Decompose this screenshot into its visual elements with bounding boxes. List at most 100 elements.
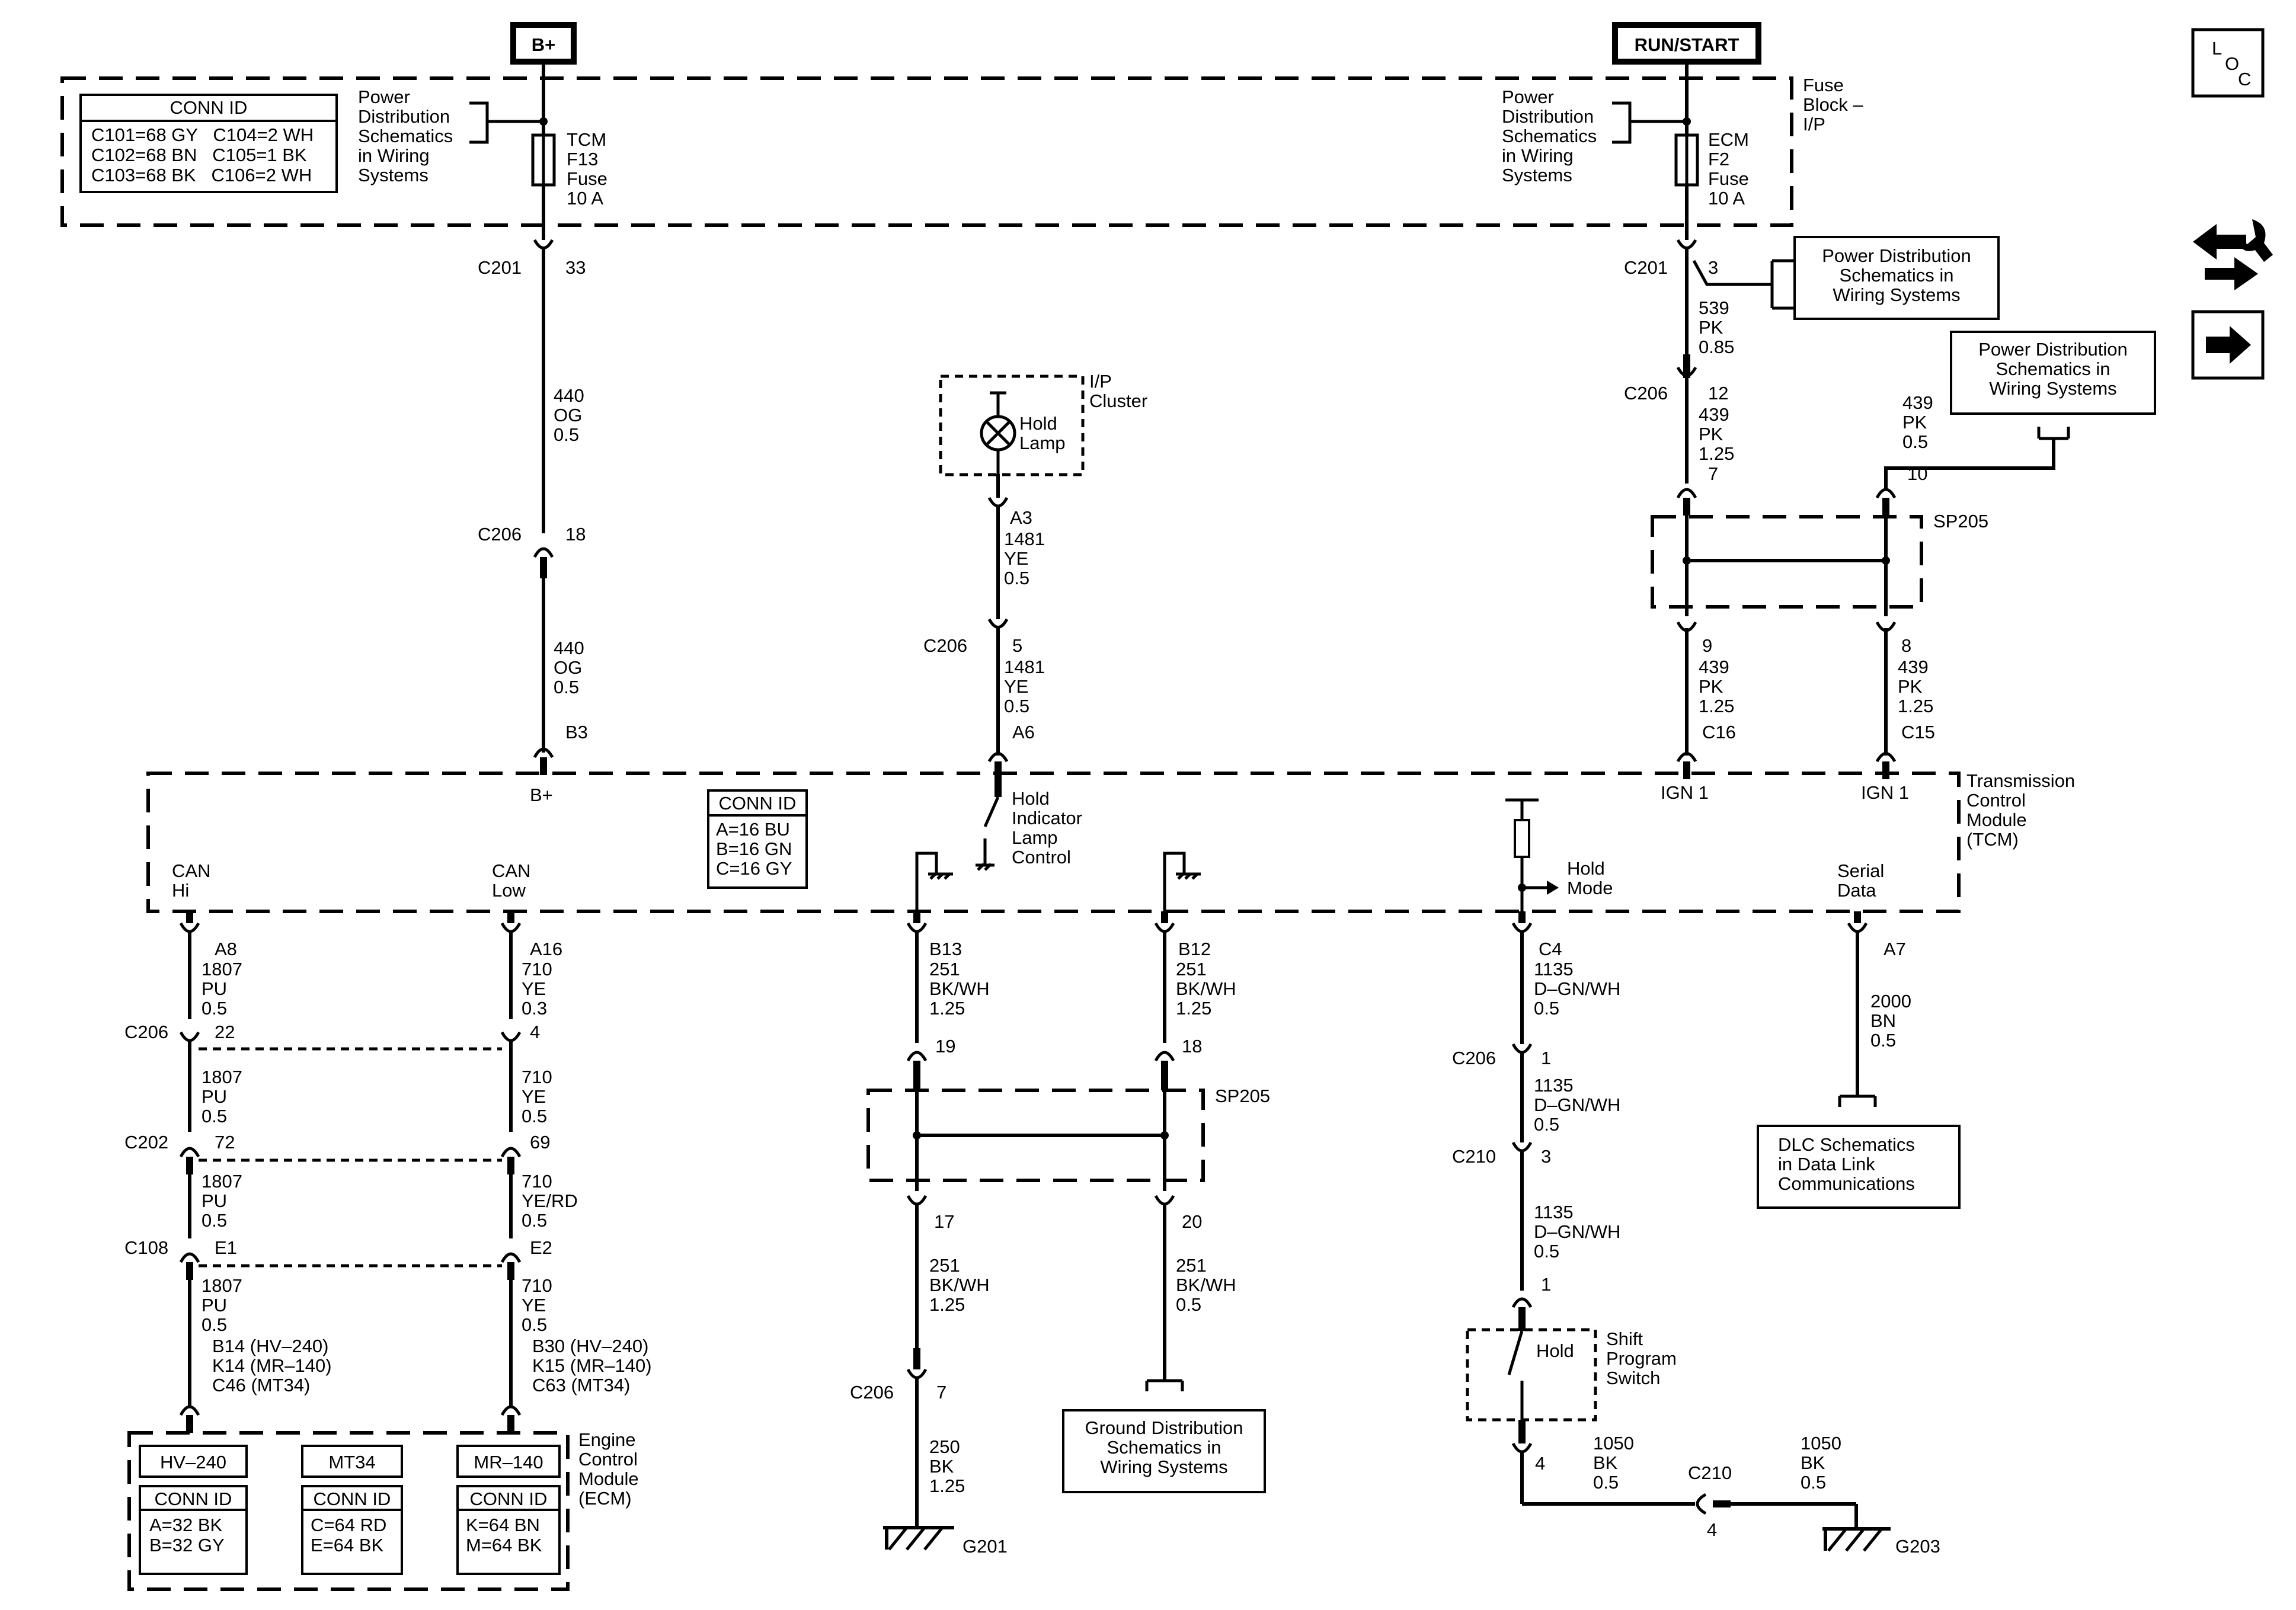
tcm-ign1-c15-label: IGN 1 [1861, 782, 1909, 803]
svg-text:CONN ID: CONN ID [470, 1489, 548, 1509]
svg-text:0.5: 0.5 [1534, 1241, 1559, 1262]
svg-text:C63 (MT34): C63 (MT34) [532, 1375, 630, 1395]
tcm-bplus-pin-label: B+ [530, 785, 553, 805]
svg-text:BK/WH: BK/WH [929, 1275, 990, 1295]
svg-text:1.25: 1.25 [1699, 696, 1734, 716]
fuse-f13-label: TCM F13 Fuse 10 A [567, 129, 607, 209]
svg-text:Schematics in: Schematics in [1840, 265, 1954, 286]
svg-text:DLC Schematics: DLC Schematics [1778, 1134, 1915, 1155]
svg-text:439: 439 [1902, 392, 1933, 413]
svg-text:BK: BK [929, 1456, 954, 1477]
svg-text:C4: C4 [1539, 939, 1562, 959]
svg-text:PK: PK [1699, 317, 1723, 338]
svg-text:(TCM): (TCM) [1966, 829, 2019, 850]
power-distribution-ref-box-1[interactable]: Power Distribution Schematics in Wiring … [1778, 236, 2000, 320]
arrow-right-icon[interactable] [2191, 310, 2265, 380]
svg-text:CAN: CAN [172, 860, 210, 881]
svg-text:19: 19 [935, 1036, 955, 1057]
svg-text:CONN ID: CONN ID [314, 1489, 391, 1509]
ecm-outline [127, 1431, 570, 1591]
svg-text:Power: Power [1502, 87, 1554, 107]
svg-text:710: 710 [522, 1275, 552, 1296]
svg-text:(ECM): (ECM) [578, 1488, 632, 1509]
svg-text:8: 8 [1901, 635, 1911, 656]
svg-text:A16: A16 [530, 939, 562, 959]
svg-text:0.5: 0.5 [1534, 998, 1559, 1019]
svg-text:1807: 1807 [202, 959, 242, 980]
svg-text:Schematics: Schematics [1502, 126, 1597, 146]
svg-text:A7: A7 [1884, 939, 1906, 959]
svg-text:10: 10 [1907, 463, 1927, 484]
svg-text:Hold: Hold [1536, 1340, 1574, 1361]
runstart-source-label: RUN/START [1635, 34, 1739, 55]
svg-text:Shift: Shift [1606, 1329, 1643, 1349]
svg-text:Ground Distribution: Ground Distribution [1085, 1417, 1243, 1438]
svg-text:C201: C201 [1624, 257, 1668, 278]
power-distribution-ref-box-2[interactable]: Power Distribution Schematics in Wiring … [1950, 331, 2156, 415]
svg-text:CONN ID: CONN ID [170, 97, 248, 118]
svg-text:20: 20 [1182, 1211, 1202, 1232]
tcm-can-low-label: CAN Low [492, 860, 530, 901]
svg-text:0.5: 0.5 [554, 424, 579, 445]
svg-text:C=64 RD: C=64 RD [311, 1515, 386, 1535]
svg-text:C206: C206 [478, 524, 522, 545]
svg-text:7: 7 [1708, 463, 1718, 484]
svg-text:D–GN/WH: D–GN/WH [1534, 978, 1620, 999]
svg-text:B13: B13 [929, 939, 962, 959]
svg-text:OG: OG [554, 657, 582, 678]
svg-text:4: 4 [530, 1022, 540, 1042]
svg-text:D–GN/WH: D–GN/WH [1534, 1221, 1620, 1242]
svg-text:69: 69 [530, 1132, 550, 1153]
svg-text:0.5: 0.5 [202, 998, 227, 1019]
svg-text:1.25: 1.25 [929, 998, 965, 1019]
svg-text:Hold: Hold [1012, 788, 1050, 809]
power-distribution-ref-right: Power Distribution Schematics in Wiring … [1502, 87, 1597, 185]
fuse-block-outline [60, 76, 1793, 227]
svg-text:PK: PK [1699, 424, 1723, 444]
ground-distribution-ref-box[interactable]: Ground Distribution Schematics in Wiring… [1062, 1409, 1266, 1493]
ground-g203-label: G203 [1895, 1536, 1940, 1557]
svg-text:B30 (HV–240): B30 (HV–240) [532, 1336, 648, 1356]
svg-text:in Data Link: in Data Link [1778, 1154, 1875, 1174]
svg-text:1050: 1050 [1801, 1433, 1841, 1454]
svg-text:1481: 1481 [1004, 529, 1045, 549]
tools-icon[interactable] [2193, 219, 2273, 290]
svg-text:22: 22 [215, 1022, 235, 1042]
svg-text:1481: 1481 [1004, 657, 1045, 677]
svg-text:Distribution: Distribution [1502, 106, 1594, 127]
tcm-title: Transmission Control Module (TCM) [1966, 770, 2075, 850]
svg-text:1.25: 1.25 [929, 1294, 965, 1315]
svg-text:D–GN/WH: D–GN/WH [1534, 1094, 1620, 1115]
svg-text:Control: Control [1966, 790, 2026, 811]
svg-text:K14 (MR–140): K14 (MR–140) [212, 1355, 332, 1376]
svg-text:Mode: Mode [1567, 878, 1613, 898]
svg-text:0.5: 0.5 [1870, 1030, 1896, 1051]
dlc-ref-box[interactable]: DLC Schematics in Data Link Communicatio… [1757, 1125, 1961, 1209]
circuit-1050: 4 1050 BK 0.5 C210 4 1050 BK 0.5 G203 [1511, 1420, 1940, 1557]
svg-text:0.5: 0.5 [1902, 431, 1928, 452]
svg-text:C201: C201 [478, 257, 522, 278]
svg-text:C16: C16 [1702, 722, 1736, 742]
svg-text:251: 251 [1176, 959, 1207, 980]
svg-text:B=16 GN: B=16 GN [716, 838, 792, 859]
svg-text:C206: C206 [1624, 383, 1668, 404]
svg-text:17: 17 [934, 1211, 954, 1232]
svg-text:BK: BK [1593, 1452, 1618, 1473]
svg-text:0.5: 0.5 [522, 1210, 547, 1231]
circuit-710-can-low: A16 710 YE 0.3 4 710 YE 0.5 69 710 YE/RD… [500, 911, 652, 1433]
svg-text:Lamp: Lamp [1012, 827, 1058, 848]
svg-text:C103=68 BK C106=2 WH: C103=68 BK C106=2 WH [91, 165, 312, 185]
svg-text:Fuse: Fuse [1803, 75, 1844, 95]
svg-text:1: 1 [1541, 1048, 1551, 1068]
location-icon[interactable]: L O C [2191, 28, 2265, 98]
svg-text:C: C [2238, 69, 2251, 89]
circuit-439-c16: 9 439 PK 1.25 C16 [1676, 621, 1736, 779]
svg-text:0.5: 0.5 [1004, 568, 1029, 588]
svg-text:251: 251 [929, 959, 960, 980]
svg-text:0.5: 0.5 [1004, 696, 1029, 716]
svg-text:C=16 GY: C=16 GY [716, 858, 792, 879]
svg-text:2000: 2000 [1870, 991, 1911, 1012]
svg-text:439: 439 [1898, 657, 1929, 677]
svg-text:B3: B3 [565, 722, 588, 742]
svg-text:PU: PU [202, 1190, 227, 1211]
